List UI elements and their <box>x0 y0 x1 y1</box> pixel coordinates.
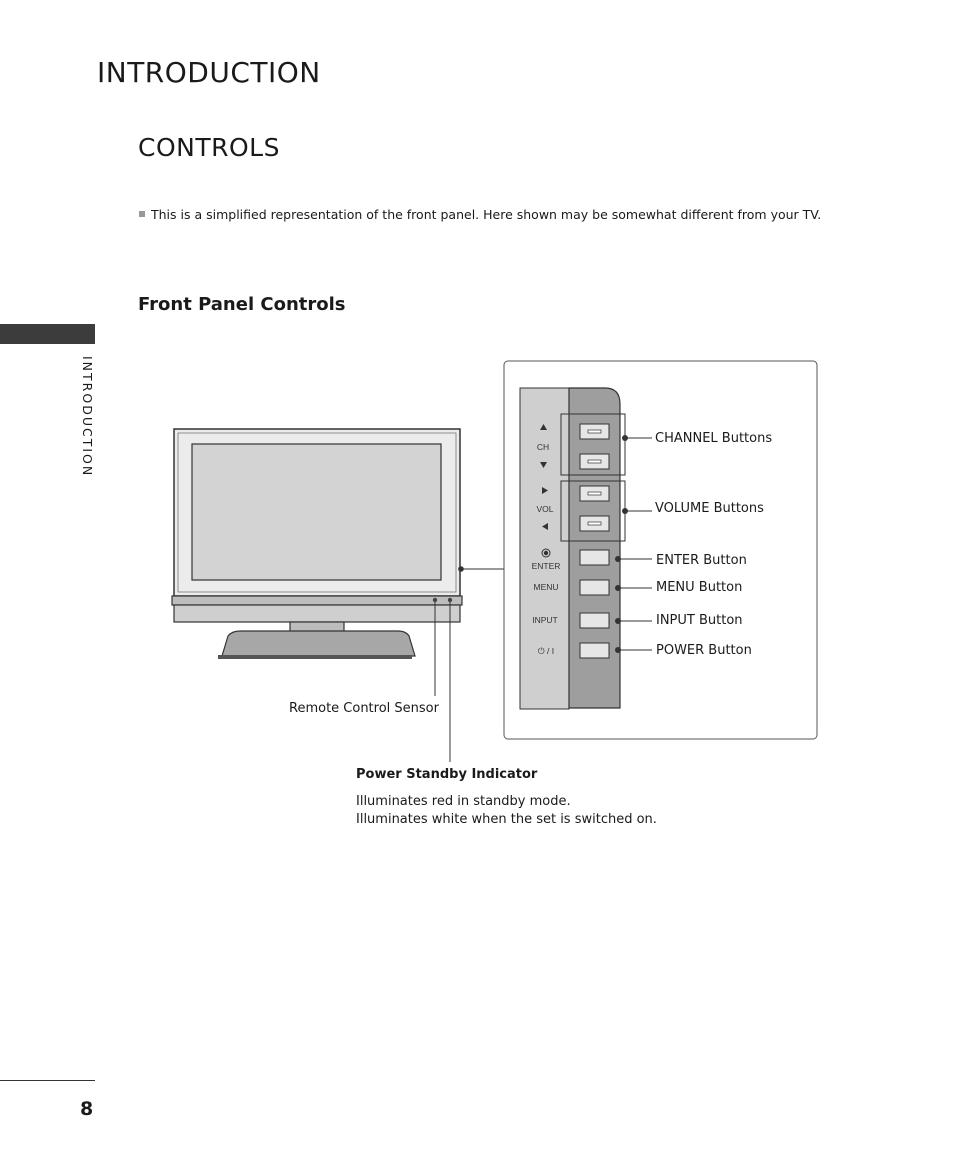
menu-button <box>579 579 610 596</box>
enter-button-label: ENTER Button <box>656 553 747 568</box>
remote-sensor-label: Remote Control Sensor <box>289 701 439 716</box>
ch-down-icon <box>540 462 547 468</box>
panel-ch-label: CH <box>537 442 549 452</box>
side-chapter-label: INTRODUCTION <box>80 356 95 478</box>
note-text: This is a simplified representation of t… <box>139 207 821 222</box>
enter-button <box>579 549 610 566</box>
tv-illustration <box>171 428 463 659</box>
vol-right-icon <box>542 487 548 494</box>
panel-menu-label: MENU <box>533 582 558 592</box>
tv-screen <box>191 443 442 581</box>
tv-lower-strip <box>171 595 463 606</box>
bullet-square-icon <box>139 211 145 217</box>
page-header-title: INTRODUCTION <box>97 56 321 89</box>
subsection-heading: Front Panel Controls <box>138 294 346 315</box>
panel-power-label: ⏻ / I <box>538 646 554 656</box>
power-button <box>579 642 610 659</box>
footer-rule <box>0 1080 95 1081</box>
panel-vol-label: VOL <box>536 504 553 514</box>
tv-stand-foot <box>218 655 412 659</box>
tv-speaker-bar <box>173 604 461 623</box>
standby-description-line1: Illuminates red in standby mode. <box>356 794 571 809</box>
input-button <box>579 612 610 629</box>
side-tab-marker <box>0 324 95 344</box>
channel-buttons-label: CHANNEL Buttons <box>655 431 773 446</box>
vol-left-icon <box>542 523 548 530</box>
panel-enter-label: ENTER <box>532 561 561 571</box>
menu-button-label: MENU Button <box>656 580 743 595</box>
panel-label-strip <box>519 387 570 710</box>
input-button-label: INPUT Button <box>656 613 743 628</box>
standby-description-line2: Illuminates white when the set is switch… <box>356 812 657 827</box>
tv-stand-base <box>221 630 416 657</box>
section-heading: CONTROLS <box>138 133 280 162</box>
standby-indicator-title: Power Standby Indicator <box>356 767 538 782</box>
ch-up-icon <box>540 424 547 430</box>
standby-indicator-dot <box>447 597 453 603</box>
tv-bezel-inner <box>177 432 457 593</box>
enter-ring-icon <box>541 548 551 558</box>
power-button-label: POWER Button <box>656 643 752 658</box>
panel-input-label: INPUT <box>532 615 558 625</box>
volume-buttons-label: VOLUME Buttons <box>655 501 764 516</box>
remote-sensor-dot <box>432 597 438 603</box>
panel-buttons <box>579 423 610 659</box>
enter-dot-icon <box>543 550 549 556</box>
channel-group-outline <box>560 413 626 476</box>
note-text-content: This is a simplified representation of t… <box>151 207 822 222</box>
page-number: 8 <box>80 1098 94 1120</box>
